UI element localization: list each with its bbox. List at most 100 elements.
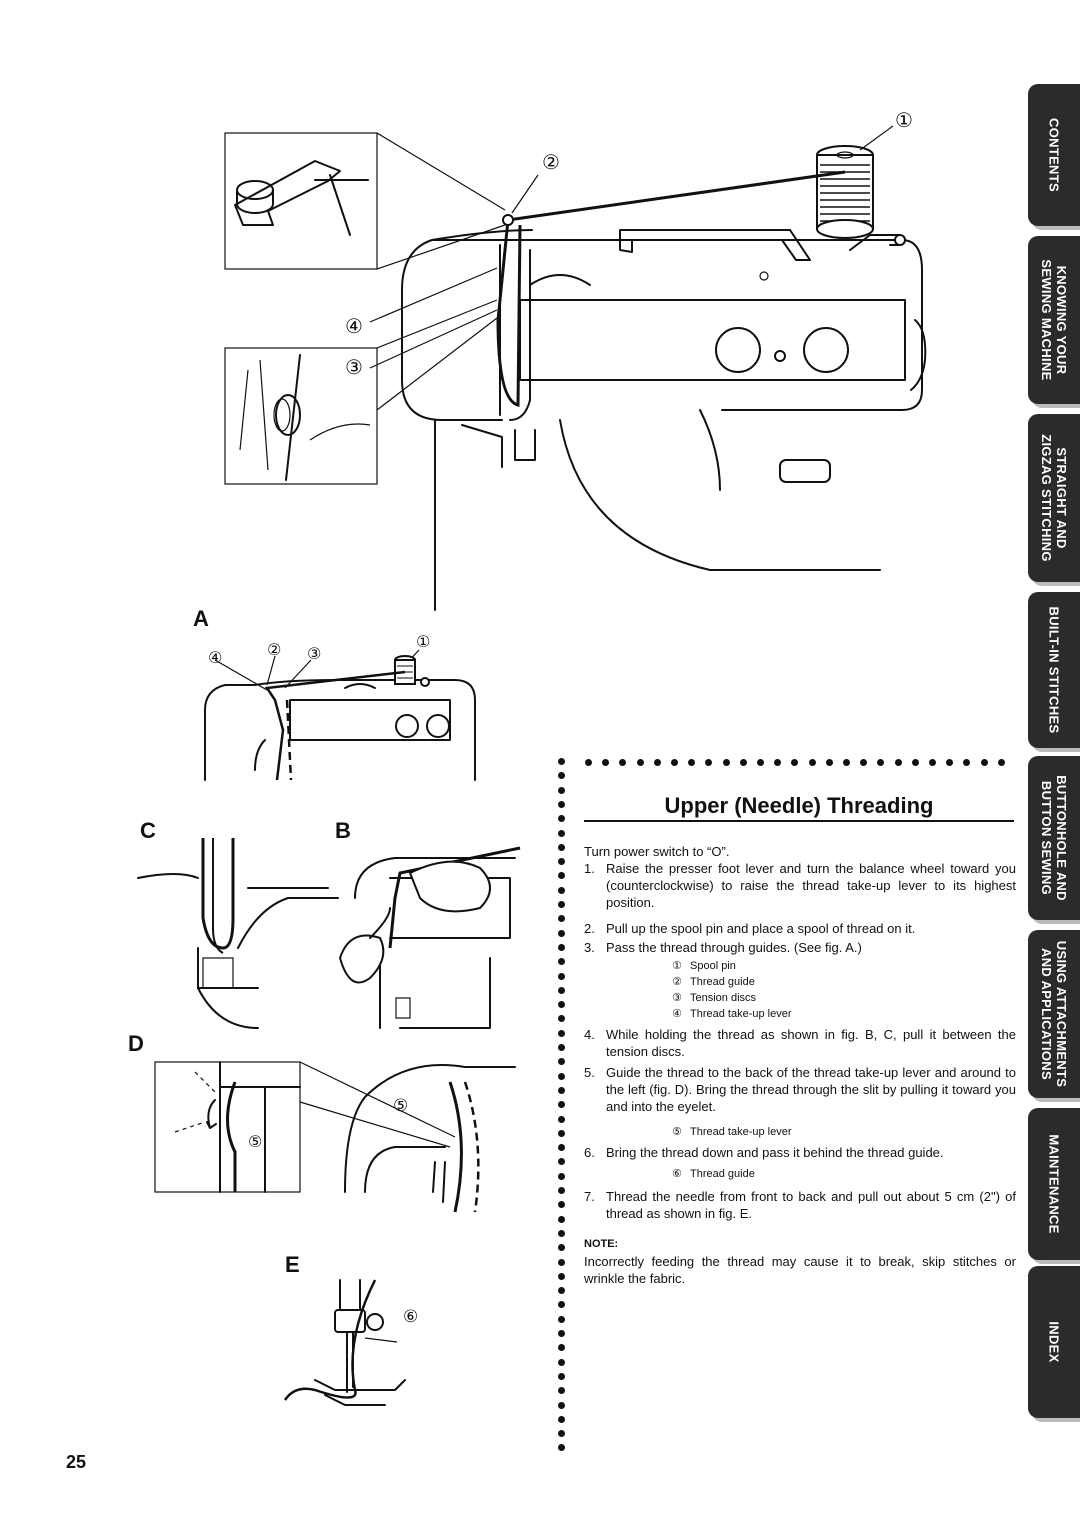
step-num: 4. — [584, 1027, 595, 1042]
section-title: Upper (Needle) Threading — [664, 793, 934, 818]
border-dot — [558, 758, 565, 765]
fig-d-callout: ⑤ — [393, 1096, 409, 1116]
fig-a-callout: ② — [267, 640, 282, 659]
legend-code: ④ — [672, 1007, 682, 1020]
border-dot — [946, 759, 954, 766]
intro-text: Turn power switch to “O”. — [584, 843, 1016, 860]
callout-spool-pin: ① — [895, 108, 913, 132]
border-dot — [558, 1158, 565, 1166]
border-dot — [558, 972, 565, 980]
border-dot — [636, 759, 644, 766]
border-dot — [877, 759, 885, 766]
border-dot — [671, 759, 678, 766]
border-dot — [558, 872, 565, 880]
tab-maintenance[interactable]: MAINTENANCE — [1028, 1108, 1080, 1260]
title-rule — [584, 820, 1014, 822]
border-dot — [825, 759, 833, 766]
border-dot — [860, 759, 868, 766]
step-text: Thread the needle from front to back and… — [606, 1189, 1016, 1221]
border-dot — [558, 1058, 565, 1066]
tab-attachments[interactable]: USING ATTACHMENTS AND APPLICATIONS — [1028, 930, 1080, 1098]
border-dot — [558, 1215, 565, 1223]
border-dot — [558, 1315, 565, 1323]
step-5: 5.Guide the thread to the back of the th… — [584, 1064, 1016, 1115]
page-number: 25 — [66, 1452, 87, 1472]
tab-built-in-stitches[interactable]: BUILT-IN STITCHES — [1028, 592, 1080, 748]
tab-label: BUILT-IN STITCHES — [1046, 606, 1062, 734]
legend-code: ⑥ — [672, 1167, 682, 1180]
border-dot — [558, 1144, 565, 1152]
step-num: 1. — [584, 861, 595, 876]
intro-line: Turn power switch to “O”. — [584, 844, 730, 859]
callout-take-up-lever: ④ — [345, 314, 363, 338]
border-dot — [757, 759, 764, 766]
legend-text: Thread guide — [690, 1168, 755, 1180]
legend-text: Spool pin — [690, 960, 736, 972]
step-text: Bring the thread down and pass it behind… — [606, 1145, 944, 1160]
legend-text: Tension discs — [690, 992, 757, 1004]
tab-label: BUTTONHOLE AND BUTTON SEWING — [1039, 775, 1069, 901]
step-6: 6.Bring the thread down and pass it behi… — [584, 1144, 1016, 1161]
note-heading: NOTE: — [584, 1238, 619, 1250]
step-7: 7. Thread the needle from front to back a… — [584, 1188, 1016, 1222]
step-num: 2. — [584, 921, 595, 936]
fig-d-illustration — [154, 1061, 516, 1213]
tab-label: MAINTENANCE — [1046, 1134, 1062, 1234]
border-dot — [558, 1001, 565, 1009]
fig-c-label: C — [140, 818, 156, 843]
border-dot — [997, 759, 1005, 766]
border-dot — [558, 772, 565, 780]
border-dot — [558, 1372, 565, 1380]
step-num: 7. — [584, 1189, 595, 1204]
border-dot — [558, 1115, 565, 1123]
fig-d-callout: ⑤ — [248, 1132, 263, 1151]
border-dot — [808, 759, 816, 766]
border-dot — [558, 815, 565, 823]
border-dot — [558, 1244, 565, 1252]
tab-contents[interactable]: CONTENTS — [1028, 84, 1080, 226]
border-dot — [558, 986, 565, 994]
step-text: Guide the thread to the back of the thre… — [606, 1065, 1016, 1114]
border-dot — [558, 1415, 565, 1423]
border-dot — [791, 759, 799, 766]
tab-label: USING ATTACHMENTS AND APPLICATIONS — [1039, 940, 1069, 1088]
legend-thread-guide-6: ⑥ Thread guide — [672, 1166, 755, 1182]
fig-c-illustration — [137, 838, 339, 1029]
border-dot — [558, 1287, 565, 1295]
border-dot — [558, 1229, 565, 1237]
legend-text: Thread guide — [690, 976, 755, 988]
border-dot — [929, 759, 936, 766]
tab-straight-zigzag[interactable]: STRAIGHT AND ZIGZAG STITCHING — [1028, 414, 1080, 582]
border-dot — [602, 759, 610, 766]
step-text: Raise the presser foot lever and turn th… — [606, 861, 1016, 910]
border-dot — [558, 1258, 565, 1266]
border-dot — [558, 958, 565, 966]
border-dot — [558, 1129, 565, 1137]
border-dot — [558, 929, 565, 937]
callout-thread-guide: ② — [542, 150, 560, 174]
tab-label: INDEX — [1046, 1321, 1062, 1363]
tab-knowing-your-sewing-machine[interactable]: KNOWING YOUR SEWING MACHINE — [1028, 236, 1080, 404]
fig-a-callout: ① — [416, 632, 431, 651]
border-dot — [722, 759, 730, 766]
border-dot — [558, 1187, 565, 1194]
tab-index[interactable]: INDEX — [1028, 1266, 1080, 1418]
border-dot — [558, 1401, 565, 1409]
border-dot — [558, 1430, 565, 1438]
border-dot — [558, 1444, 565, 1452]
note-text: Incorrectly feeding the thread may cause… — [584, 1254, 1016, 1286]
border-dot — [558, 1201, 565, 1209]
border-dot — [739, 759, 747, 766]
main-threading-illustration — [224, 125, 927, 611]
border-dot — [558, 1272, 565, 1280]
border-dot — [558, 786, 565, 794]
legend-text: Thread take-up lever — [690, 1126, 792, 1138]
border-dot — [894, 759, 902, 766]
border-dot — [558, 943, 565, 951]
legend-code: ① — [672, 959, 682, 972]
fig-e-callout: ⑥ — [403, 1307, 419, 1327]
tab-buttonhole[interactable]: BUTTONHOLE AND BUTTON SEWING — [1028, 756, 1080, 920]
border-dot — [558, 1330, 565, 1337]
border-dot — [558, 800, 565, 808]
